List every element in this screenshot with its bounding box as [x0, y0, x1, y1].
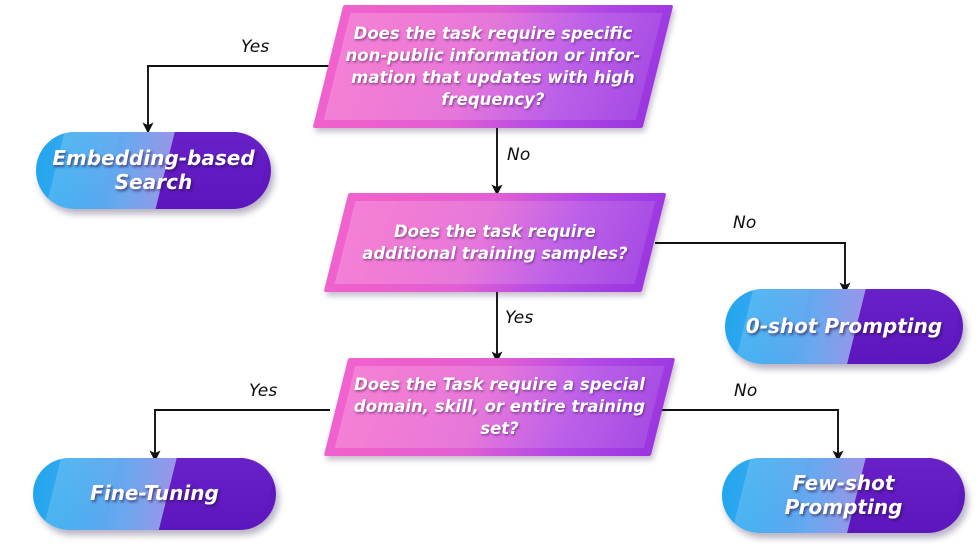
terminal-node-embedding-based-search[interactable]: Embedding-based Search	[36, 132, 271, 209]
decision-node-non-public-information[interactable]: Does the task require specific non-publi…	[312, 5, 674, 128]
terminal-node-label: Embedding-based Search	[52, 145, 255, 194]
terminal-node-zero-shot-prompting[interactable]: 0-shot Prompting	[725, 289, 963, 364]
terminal-node-label: Few-shot Prompting	[784, 470, 903, 519]
decision-node-text: Does the Task require a special domain, …	[353, 375, 646, 438]
terminal-node-label: Fine-Tuning	[90, 481, 219, 506]
decision-node-text: Does the task require additional trainin…	[362, 221, 628, 263]
edge-d3-to-finetuning	[149, 409, 330, 462]
edge-d2-to-zeroshot	[655, 242, 851, 294]
edge-label-no-d1-d2: No	[507, 145, 531, 165]
edge-d1-to-embedding-search	[142, 65, 330, 134]
edge-label-no-zeroshot: No	[733, 213, 757, 233]
terminal-node-label: 0-shot Prompting	[745, 313, 943, 338]
edge-label-yes-d2-d3: Yes	[505, 308, 534, 328]
terminal-node-fine-tuning[interactable]: Fine-Tuning	[33, 458, 276, 530]
edge-label-yes-embedding-search: Yes	[241, 37, 270, 57]
edge-label-no-fewshot: No	[734, 381, 758, 401]
edge-label-yes-finetuning: Yes	[249, 381, 278, 401]
decision-node-additional-training-samples[interactable]: Does the task require additional trainin…	[323, 193, 667, 292]
decision-node-special-domain-skill[interactable]: Does the Task require a special domain, …	[323, 358, 676, 456]
edge-d3-to-fewshot	[660, 409, 844, 462]
decision-node-text: Does the task require specific non-publi…	[345, 23, 641, 109]
terminal-node-few-shot-prompting[interactable]: Few-shot Prompting	[722, 458, 965, 533]
